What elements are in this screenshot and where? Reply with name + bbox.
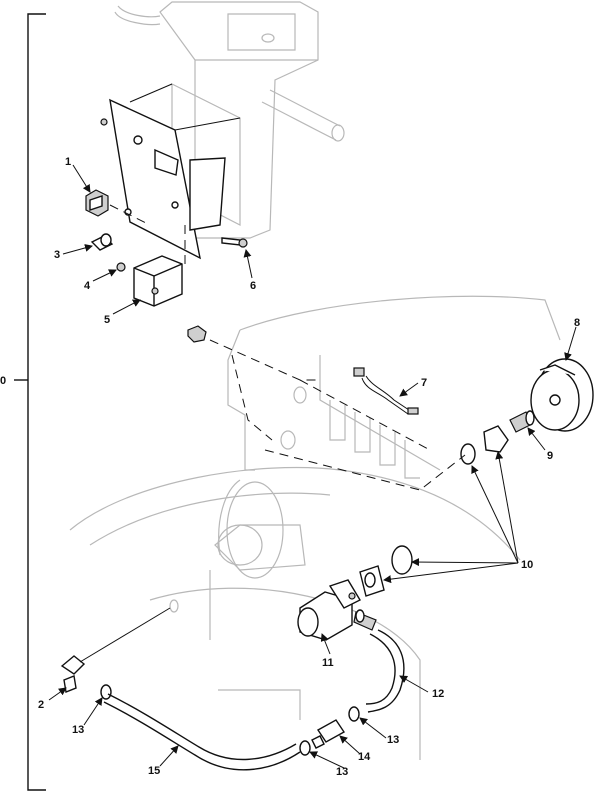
callout-10: 10 — [521, 559, 533, 571]
part-deck-nut — [187, 325, 207, 343]
part-grommet — [90, 233, 114, 251]
callout-13-c: 13 — [336, 766, 348, 778]
part-filter-wheel — [530, 358, 594, 432]
callout-labels: 1 2 3 4 5 6 7 8 9 10 11 12 13 13 13 14 1… — [38, 156, 580, 778]
callout-13-b: 13 — [387, 734, 399, 746]
callout-7: 7 — [421, 377, 427, 389]
part-fitting — [509, 410, 535, 433]
base-housing-outline — [69, 466, 521, 760]
part-hose-clamps — [100, 609, 365, 756]
leader-lines — [48, 164, 577, 769]
part-inline-filter — [311, 719, 346, 749]
part-seals — [359, 425, 509, 597]
part-hose-curved — [353, 611, 405, 713]
callout-4: 4 — [84, 280, 91, 292]
callout-13-a: 13 — [72, 724, 84, 736]
callout-14: 14 — [358, 751, 371, 763]
callout-1: 1 — [65, 156, 71, 168]
part-switch — [85, 189, 109, 217]
callout-3: 3 — [54, 249, 60, 261]
part-control-plate — [109, 98, 226, 260]
assembly-bracket — [14, 13, 46, 791]
callout-12: 12 — [432, 688, 444, 700]
callout-6: 6 — [250, 280, 256, 292]
callout-8: 8 — [574, 317, 580, 329]
part-box — [133, 255, 183, 307]
part-hose-long — [79, 607, 301, 771]
part-pump-motor — [297, 579, 361, 641]
callout-2: 2 — [38, 699, 44, 711]
callout-15: 15 — [148, 765, 160, 777]
callout-11: 11 — [322, 657, 334, 669]
part-screw-top — [100, 118, 108, 126]
callout-9: 9 — [547, 450, 553, 462]
part-elbow — [60, 655, 86, 693]
part-nut-small — [116, 262, 126, 272]
part-screw — [221, 237, 248, 248]
part-wire-harness — [353, 367, 419, 415]
callout-group-label: 0 — [0, 375, 6, 387]
deck-housing-outline — [227, 295, 561, 479]
assembly-lines — [129, 83, 466, 491]
callout-5: 5 — [104, 314, 110, 326]
